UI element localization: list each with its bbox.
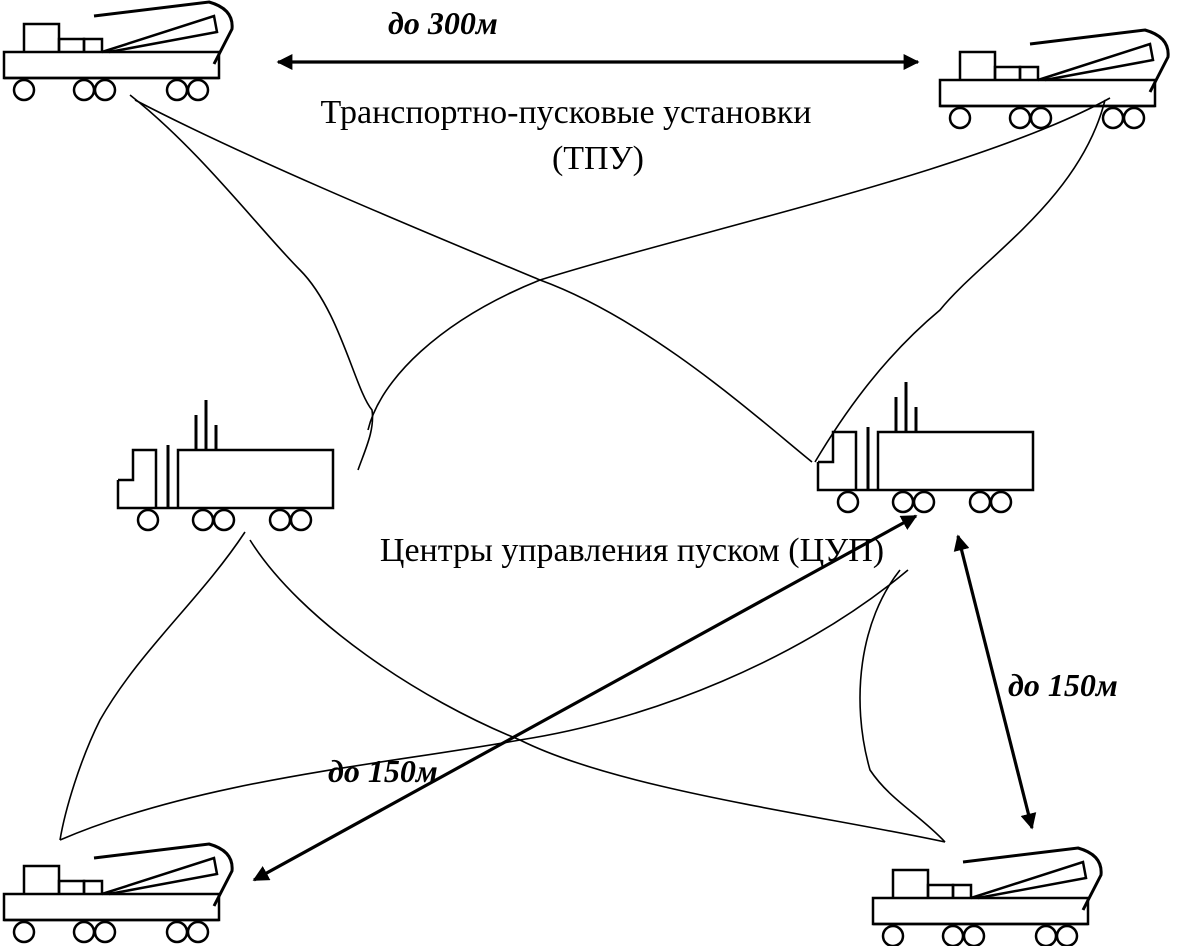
cable-left-center-to-bottomleft — [59, 531, 246, 841]
cable-topleft-to-right-center — [134, 99, 813, 463]
distance-arrow-diagonal — [252, 514, 918, 882]
cable-topright-to-right-center — [814, 99, 1106, 463]
control-centers-caption: Центры управления пуском (ЦУП) — [380, 532, 884, 569]
distance-label-top: до 300м — [388, 5, 498, 41]
launchers-caption-line1: Транспортно-пусковые установки — [321, 94, 812, 131]
control-center-vehicle-right — [816, 380, 1035, 514]
cable-right-center-to-bottomleft — [59, 569, 909, 841]
cable-topright-to-left-center — [367, 97, 1111, 431]
launcher-vehicle-top-left — [2, 0, 234, 102]
cable-right-center-to-bottomright — [859, 569, 946, 843]
launcher-vehicle-top-right — [938, 28, 1170, 130]
launchers-caption-line2: (ТПУ) — [552, 140, 644, 177]
control-center-vehicle-left — [116, 398, 335, 532]
launcher-vehicle-bottom-left — [2, 842, 234, 944]
distance-label-right: до 150м — [1008, 667, 1118, 703]
distance-arrow-right — [953, 534, 1037, 830]
cable-topleft-to-left-center — [129, 94, 374, 471]
launcher-vehicle-bottom-right — [871, 846, 1103, 946]
distance-label-diagonal: до 150м — [328, 753, 438, 789]
